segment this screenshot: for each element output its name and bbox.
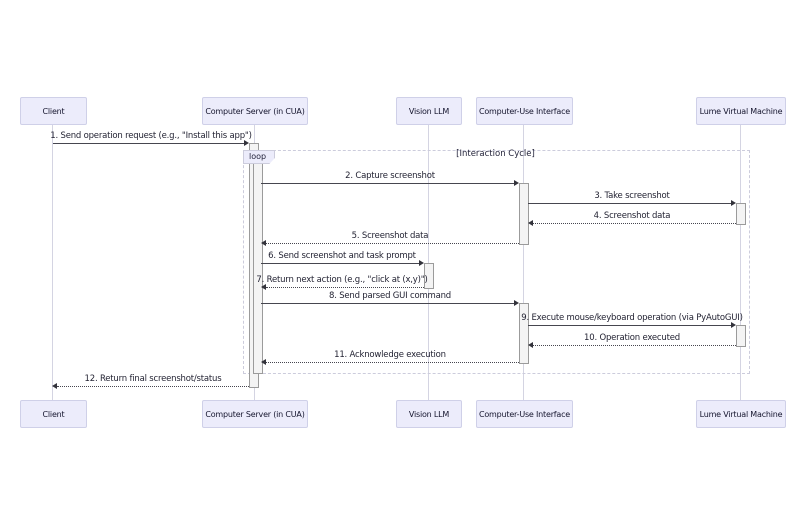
arrowhead-left-icon (52, 383, 57, 389)
message-label: 9. Execute mouse/keyboard operation (via… (521, 313, 743, 323)
loop-label: loop (243, 150, 276, 164)
message-line (261, 263, 419, 264)
message-label: 7. Return next action (e.g., "click at (… (256, 275, 428, 285)
message-line (528, 325, 731, 326)
actor-bottom-lume-vm: Lume Virtual Machine (696, 400, 786, 428)
message-line (528, 203, 731, 204)
arrowhead-right-icon (731, 322, 736, 328)
message-label: 4. Screenshot data (593, 211, 671, 221)
message-line (266, 243, 519, 244)
message-label: 1. Send operation request (e.g., "Instal… (50, 131, 252, 141)
lifeline-computer-use-interface (523, 123, 524, 400)
message-label: 2. Capture screenshot (345, 171, 435, 181)
activation-lume-vm-2 (736, 325, 746, 347)
message-label: 6. Send screenshot and task prompt (268, 251, 416, 261)
actor-bottom-client: Client (20, 400, 87, 428)
message-line (261, 303, 514, 304)
actor-top-computer-server: Computer Server (in CUA) (202, 97, 308, 125)
actor-top-lume-vm: Lume Virtual Machine (696, 97, 786, 125)
activation-vision-llm (424, 263, 434, 289)
message-line (53, 143, 244, 144)
message-label: 3. Take screenshot (594, 191, 670, 201)
actor-top-vision-llm: Vision LLM (396, 97, 462, 125)
activation-lume-vm-1 (736, 203, 746, 225)
message-label: 11. Acknowledge execution (334, 350, 446, 360)
arrowhead-left-icon (528, 342, 533, 348)
actor-top-client: Client (20, 97, 87, 125)
activation-computer-use-interface-2 (519, 303, 529, 364)
arrowhead-right-icon (419, 260, 424, 266)
actor-bottom-vision-llm: Vision LLM (396, 400, 462, 428)
message-line (266, 287, 424, 288)
message-line (261, 183, 514, 184)
message-line (57, 386, 249, 387)
actor-bottom-computer-use-interface: Computer-Use Interface (476, 400, 573, 428)
lifeline-vision-llm (428, 123, 429, 400)
arrowhead-left-icon (261, 359, 266, 365)
message-label: 10. Operation executed (584, 333, 680, 343)
message-line (533, 345, 736, 346)
message-line (266, 362, 519, 363)
lifeline-client (52, 123, 53, 400)
arrowhead-left-icon (261, 240, 266, 246)
arrowhead-right-icon (514, 300, 519, 306)
message-label: 8. Send parsed GUI command (328, 291, 452, 301)
actor-bottom-computer-server: Computer Server (in CUA) (202, 400, 308, 428)
actor-top-computer-use-interface: Computer-Use Interface (476, 97, 573, 125)
arrowhead-right-icon (244, 140, 249, 146)
message-line (533, 223, 736, 224)
arrowhead-left-icon (528, 220, 533, 226)
arrowhead-left-icon (261, 284, 266, 290)
lifeline-lume-vm (740, 123, 741, 400)
loop-frame (243, 150, 750, 374)
activation-computer-use-interface-1 (519, 183, 529, 245)
arrowhead-right-icon (731, 200, 736, 206)
message-label: 5. Screenshot data (351, 231, 429, 241)
message-label: 12. Return final screenshot/status (84, 374, 222, 384)
arrowhead-right-icon (514, 180, 519, 186)
loop-condition-label: [Interaction Cycle] (456, 149, 535, 159)
